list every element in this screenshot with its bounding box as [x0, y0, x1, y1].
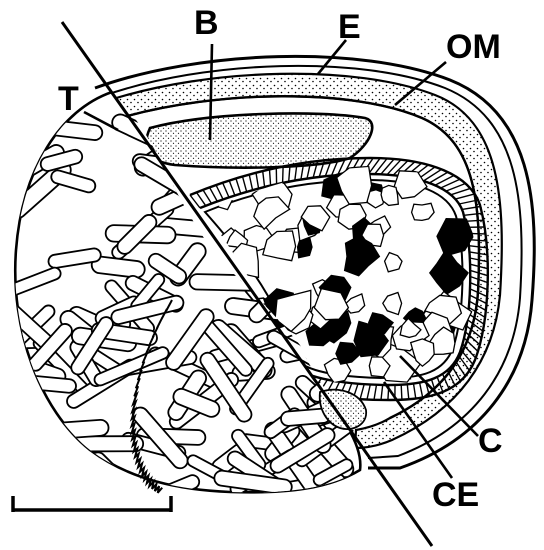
label-b: B [194, 6, 219, 40]
rod [0, 441, 46, 476]
label-om: OM [446, 30, 501, 64]
label-t: T [58, 82, 79, 116]
label-e: E [338, 10, 361, 44]
rod [94, 474, 137, 501]
rod [0, 476, 49, 498]
label-ce: CE [432, 478, 479, 512]
label-c: C [478, 424, 503, 458]
scale-bar [12, 496, 172, 512]
rod [0, 82, 49, 123]
